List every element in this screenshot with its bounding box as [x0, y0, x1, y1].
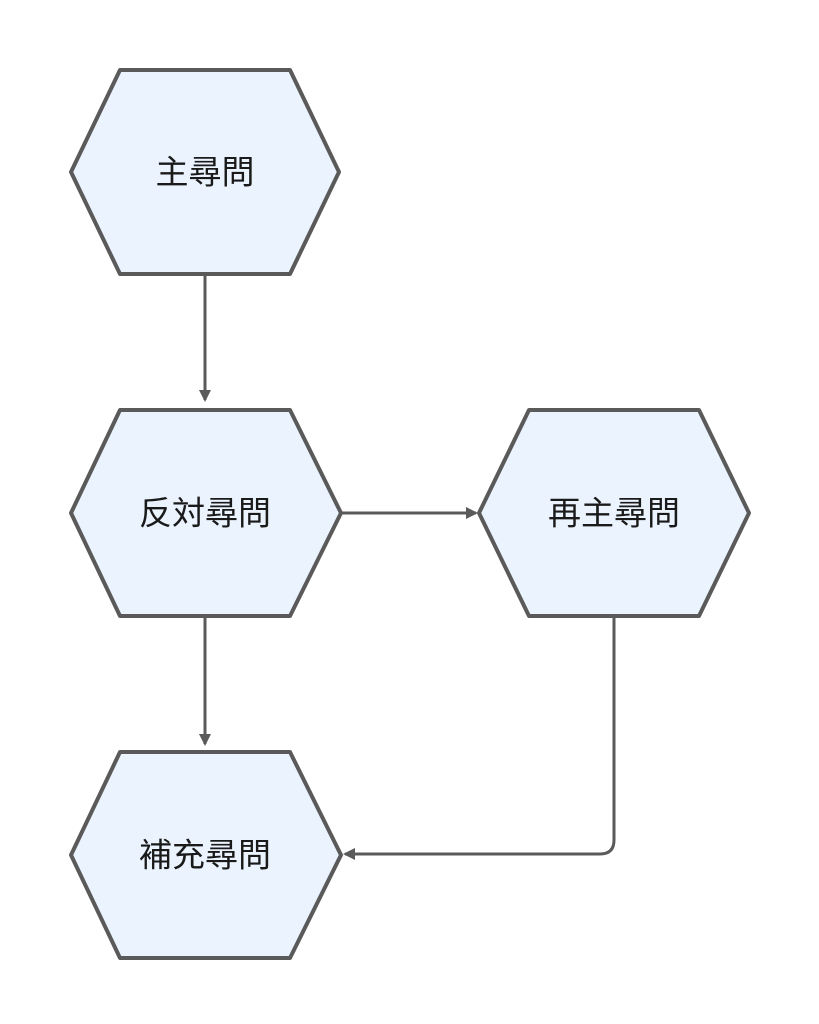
node-redirect-label: 再主尋問: [548, 494, 680, 533]
node-redirect: 再主尋問: [477, 408, 751, 618]
node-redirect-shape: [477, 408, 751, 618]
node-cross: 反対尋問: [69, 408, 343, 618]
node-cross-label: 反対尋問: [139, 494, 271, 533]
node-main-shape: [69, 68, 341, 276]
node-main: 主尋問: [69, 68, 341, 276]
node-supplementary-label: 補充尋問: [139, 836, 271, 875]
node-main-label: 主尋問: [156, 153, 255, 192]
node-supplementary: 補充尋問: [69, 750, 343, 960]
edge-redirect-to-supplementary: [343, 616, 616, 860]
edges: [199, 274, 616, 860]
node-cross-shape: [69, 408, 343, 618]
node-supplementary-shape: [69, 750, 343, 960]
